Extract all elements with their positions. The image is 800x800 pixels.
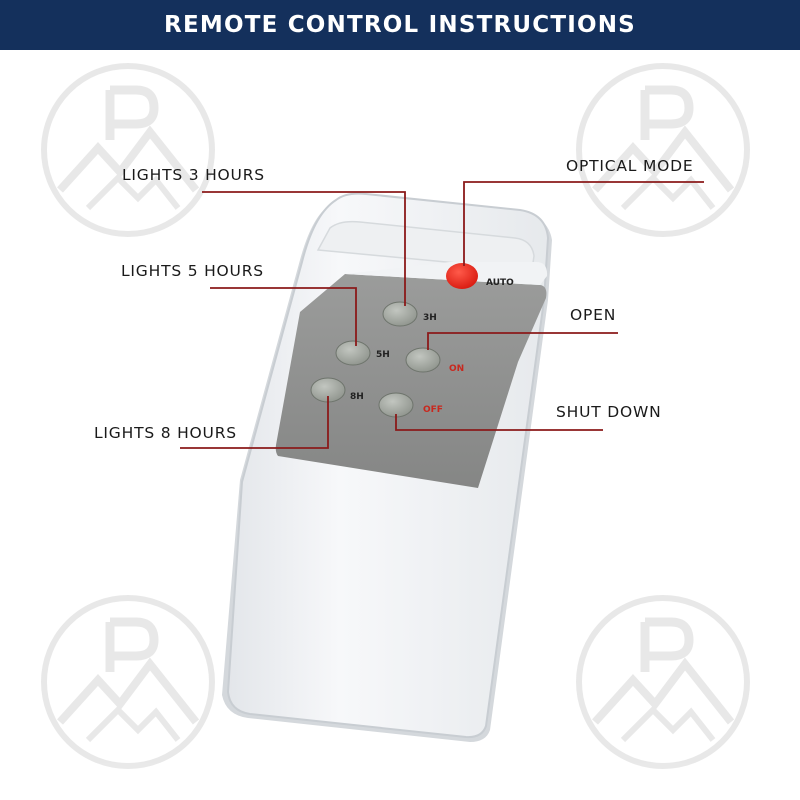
button-8h	[310, 377, 346, 403]
button-3h-label: 3H	[423, 313, 437, 323]
callout-lights-3-hours: LIGHTS 3 HOURS	[122, 166, 265, 184]
callout-open: OPEN	[570, 306, 617, 324]
watermark-logo-icon	[576, 595, 750, 769]
callout-lights-8-hours: LIGHTS 8 HOURS	[94, 424, 237, 442]
button-5h-label: 5H	[376, 350, 390, 360]
button-on-label: ON	[449, 364, 465, 374]
button-8h-label: 8H	[350, 392, 364, 402]
button-off	[378, 392, 414, 418]
button-3h	[382, 301, 418, 327]
callout-shut-down: SHUT DOWN	[556, 403, 662, 421]
button-off-label: OFF	[423, 405, 443, 415]
watermark-logo-icon	[41, 63, 215, 237]
button-on	[405, 347, 441, 373]
auto-button	[446, 263, 478, 289]
title-banner: REMOTE CONTROL INSTRUCTIONS	[0, 0, 800, 50]
button-5h	[335, 340, 371, 366]
page-title: REMOTE CONTROL INSTRUCTIONS	[164, 12, 636, 38]
callout-lights-5-hours: LIGHTS 5 HOURS	[121, 262, 264, 280]
watermark-logo-icon	[41, 595, 215, 769]
callout-optical-mode: OPTICAL MODE	[566, 157, 694, 175]
auto-button-label: AUTO	[486, 278, 514, 288]
